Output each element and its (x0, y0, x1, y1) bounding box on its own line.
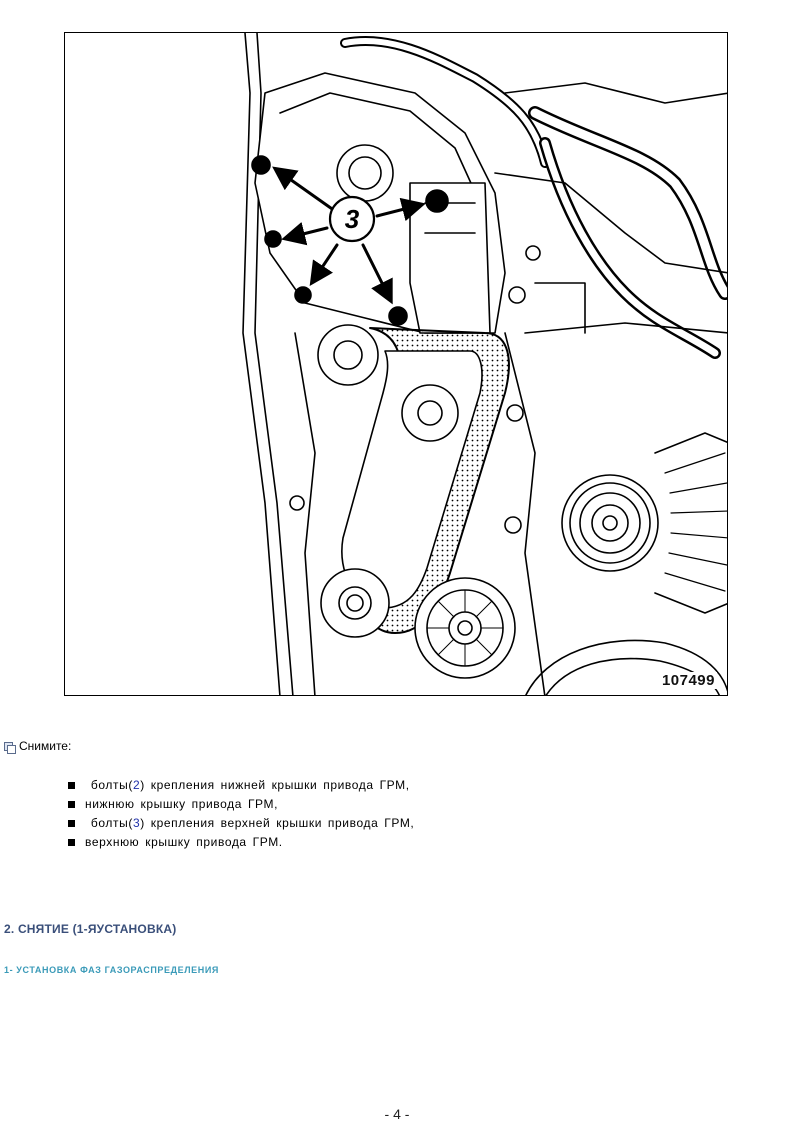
engine-timing-illustration: 3 107499 (64, 32, 728, 696)
document-icon (4, 741, 16, 754)
item-text-end: ) крепления верхней крышки привода ГРМ, (140, 816, 415, 830)
intro-text: Снимите: (19, 739, 72, 753)
list-item: болты(3) крепления верхней крышки привод… (68, 814, 414, 833)
item-text-start: нижнюю крышку привода ГРМ, (85, 797, 279, 811)
figure-number: 107499 (659, 672, 717, 689)
square-bullet-icon (68, 820, 75, 827)
square-bullet-icon (68, 839, 75, 846)
list-item: верхнюю крышку привода ГРМ. (68, 833, 414, 852)
list-item: болты(2) крепления нижней крышки привода… (68, 776, 414, 795)
section-title: 2. СНЯТИЕ (1-ЯУСТАНОВКА) (4, 922, 177, 936)
list-item: нижнюю крышку привода ГРМ, (68, 795, 414, 814)
item-text-end: ) крепления нижней крышки привода ГРМ, (140, 778, 410, 792)
subsection-link[interactable]: 1- УСТАНОВКА ФАЗ ГАЗОРАСПРЕДЕЛЕНИЯ (4, 965, 219, 975)
page-number: - 4 - (384, 1106, 410, 1122)
instruction-intro: Снимите: (4, 739, 72, 754)
item-text-start: верхнюю крышку привода ГРМ. (85, 835, 283, 849)
item-text-start: болты( (85, 778, 133, 792)
engine-drawing: 3 (242, 33, 727, 695)
removal-steps-list: болты(2) крепления нижней крышки привода… (68, 776, 414, 852)
reference-number[interactable]: 2 (132, 778, 141, 792)
callout-label: 3 (345, 204, 360, 234)
reference-number[interactable]: 3 (132, 816, 141, 830)
item-text-start: болты( (85, 816, 133, 830)
square-bullet-icon (68, 782, 75, 789)
square-bullet-icon (68, 801, 75, 808)
